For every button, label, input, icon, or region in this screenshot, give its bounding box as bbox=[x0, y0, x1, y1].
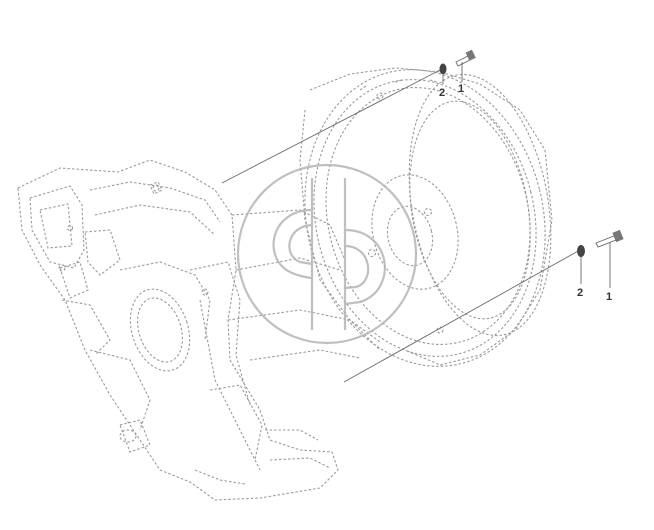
top-fastener-set: 2 1 bbox=[439, 49, 476, 99]
top-axis-line bbox=[221, 69, 441, 184]
bottom-fastener-set: 2 1 bbox=[577, 229, 624, 303]
watermark-logo bbox=[236, 163, 418, 345]
assembly-axis-lines bbox=[221, 69, 581, 383]
bottom-axis-line bbox=[343, 249, 581, 383]
top-bolt-callout: 1 bbox=[458, 83, 464, 95]
top-washer bbox=[439, 63, 447, 75]
flywheel bbox=[299, 67, 553, 367]
bottom-washer-callout: 2 bbox=[577, 287, 583, 299]
bottom-bolt-callout: 1 bbox=[606, 291, 612, 303]
bottom-washer bbox=[577, 245, 585, 257]
flywheel-housing bbox=[17, 159, 381, 501]
bottom-bolt bbox=[595, 229, 624, 248]
top-bolt bbox=[455, 49, 476, 67]
top-washer-callout: 2 bbox=[439, 87, 445, 99]
